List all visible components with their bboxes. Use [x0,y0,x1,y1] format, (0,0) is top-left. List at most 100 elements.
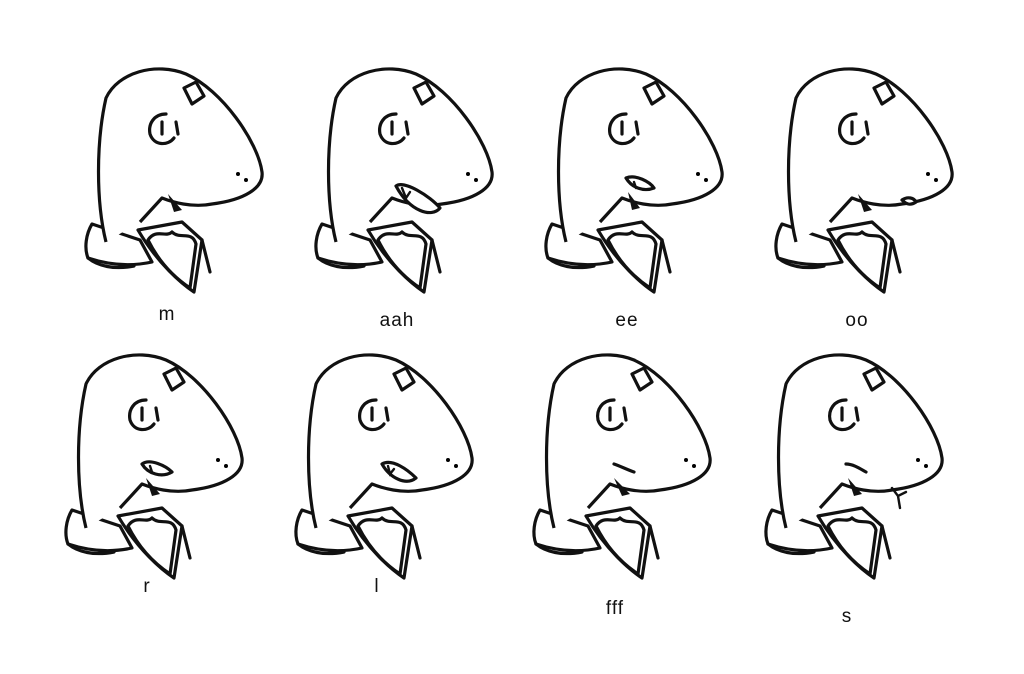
tie [376,230,428,290]
tie [356,516,408,576]
collar-edge [296,542,346,556]
mouth-open-wide [394,183,442,215]
collar-edge [66,542,116,556]
tooth [632,180,638,190]
nostril-dot [916,458,920,462]
mouth-line [612,462,636,474]
shirt-line [648,524,660,560]
phoneme-label: l [374,576,380,597]
mouth-shape-cell-s: s [742,338,952,628]
mouth-shadow [848,478,862,496]
mouth-shape-cell-r: r [42,338,252,628]
phoneme-label: ee [615,310,639,331]
eye-brow-mark [174,120,180,136]
collar-edge [776,256,826,270]
mouth-shape-cell-ee: ee [522,52,732,342]
nostril-dot [474,178,478,182]
nostril-dot [216,458,220,462]
character-head-drawing [64,353,244,580]
nostril-dot [696,172,700,176]
tooth [148,464,154,474]
forehead-marking [392,366,416,392]
head-outline [544,353,712,529]
eye-outline [148,112,176,146]
collar-edge [86,256,136,270]
tie [606,230,658,290]
head-outline [776,353,944,529]
forehead-marking [412,80,436,106]
head-outline [96,67,264,243]
nostril-dot [684,458,688,462]
character-head-drawing [314,67,494,294]
nostril-dot [454,464,458,468]
forehead-marking [162,366,186,392]
mouth-shape-cell-m: m [62,52,272,342]
collar-edge [316,256,366,270]
mouth-shadow [858,194,872,212]
character-head-drawing [294,353,474,580]
head-outline [786,67,954,243]
eye-brow-mark [854,406,860,422]
shirt-line [890,238,902,274]
character-head-drawing [774,67,954,294]
forehead-marking [862,366,886,392]
mouth-shape-cell-fff: fff [510,338,720,628]
tie [126,516,178,576]
shirt-line [430,238,442,274]
eye-brow-mark [384,406,390,422]
tie [146,230,198,290]
head-outline [556,67,724,243]
nostril-dot [446,458,450,462]
collar-edge [766,542,816,556]
tie [826,516,878,576]
phoneme-label: fff [605,598,625,619]
eye-outline [358,398,386,432]
phoneme-label: m [158,304,176,325]
nostril-dot [692,464,696,468]
mouth-line [844,462,868,474]
forehead-marking [642,80,666,106]
head-outline [306,353,474,529]
forehead-marking [182,80,206,106]
mouth-shape-cell-l: l [272,338,482,628]
collar-edge [546,256,596,270]
mouth-open-narrow [624,175,656,192]
mouth-shape-cell-oo: oo [752,52,962,342]
nostril-dot [926,172,930,176]
mouth-closed [168,194,182,212]
tie [836,230,888,290]
eye-outline [596,398,624,432]
nostril-dot [934,178,938,182]
eye-outline [378,112,406,146]
mouth-shape-cell-aah: aah [292,52,502,342]
eye-brow-mark [622,406,628,422]
eye-brow-mark [864,120,870,136]
tie [594,516,646,576]
tooth [386,464,396,477]
nostril-dot [236,172,240,176]
nostril-dot [244,178,248,182]
shirt-line [880,524,892,560]
eye-outline [838,112,866,146]
tooth [400,186,412,201]
shirt-line [660,238,672,274]
phoneme-label: r [143,576,151,597]
tongue-flick [890,486,908,510]
eye-outline [608,112,636,146]
nostril-dot [466,172,470,176]
forehead-marking [630,366,654,392]
phoneme-label: aah [379,310,415,331]
phoneme-label: s [841,606,853,627]
eye-outline [128,398,156,432]
collar-edge [534,542,584,556]
forehead-marking [872,80,896,106]
nostril-dot [224,464,228,468]
nostril-dot [704,178,708,182]
mouth-shadow [614,478,630,496]
character-head-drawing [84,67,264,294]
character-head-drawing [532,353,712,580]
shirt-line [180,524,192,560]
eye-brow-mark [154,406,160,422]
eye-brow-mark [404,120,410,136]
